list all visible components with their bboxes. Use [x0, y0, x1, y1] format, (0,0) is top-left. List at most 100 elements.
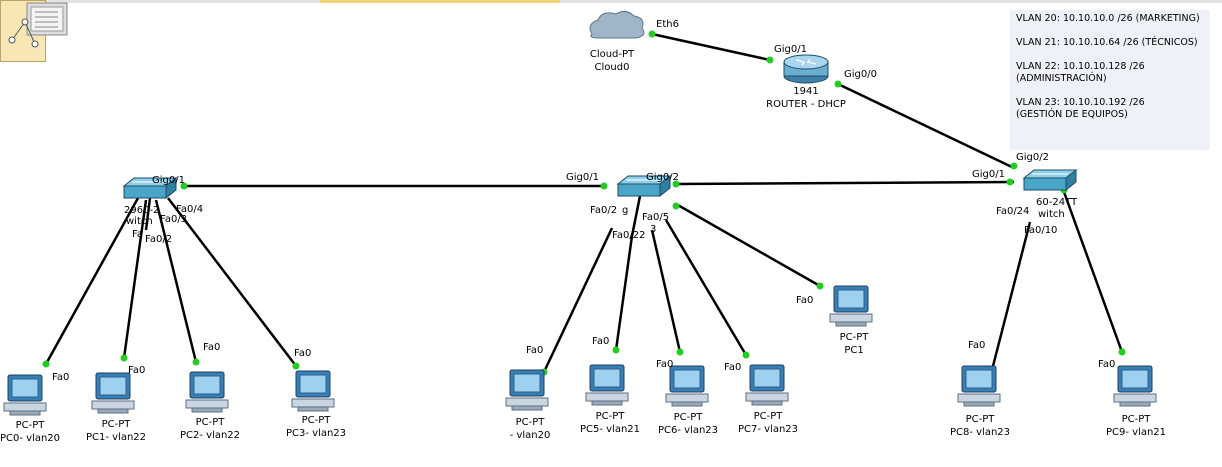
pc-9-icon — [1113, 365, 1157, 407]
swr-port-a: Fa0/24 — [996, 206, 1029, 217]
vlan-note-23: VLAN 23: 10.10.10.192 /26(GESTIÓN DE EQU… — [1016, 97, 1145, 120]
pc-3-type: PC-PT — [302, 415, 332, 426]
swl-label-fragment: 2960-2 — [124, 205, 159, 216]
pc-6-icon — [665, 365, 709, 407]
pc-8[interactable]: Fa0 PC-PT PC8- vlan23 — [950, 340, 1010, 438]
pc-3-name: PC3- vlan23 — [286, 428, 346, 439]
pc-2[interactable]: Fa0 PC-PT PC2- vlan22 — [180, 342, 240, 441]
pc-5-port: Fa0 — [592, 336, 609, 347]
pc-9-name: PC9- vlan21 — [1106, 427, 1166, 438]
dot-swr-gig01 — [1006, 178, 1014, 186]
dot-pc1b — [816, 282, 824, 290]
pc-6[interactable]: Fa0 PC-PT PC6- vlan23 — [656, 359, 718, 436]
link-swc-fan1 — [630, 195, 642, 237]
dot-pc2 — [192, 358, 200, 366]
swc-frag-a: g — [622, 205, 628, 216]
cloud-port-label: Eth6 — [656, 19, 679, 30]
pc-1-icon — [91, 372, 135, 414]
link-swc-pc1b — [675, 202, 821, 288]
switch-right[interactable]: Gig0/2 Gig0/1 60-24TT Fa0/24 witch Fa0/1… — [972, 152, 1078, 236]
dot-router-gig01 — [766, 56, 774, 64]
pc-9[interactable]: Fa0 PC-PT PC9- vlan21 — [1098, 359, 1166, 438]
switch-center[interactable]: Gig0/1 Gig0/2 Fa0/2 g Fa0/5 3 Fa0/22 — [566, 172, 679, 241]
cloud-type: Cloud-PT — [590, 49, 635, 60]
swr-label-fragment: 60-24TT — [1036, 197, 1078, 208]
dot-pc6 — [676, 348, 684, 356]
swl-port-a: Fa0/4 — [176, 204, 203, 215]
dot-swc-gig01 — [600, 182, 608, 190]
dot-swc-gig02 — [672, 180, 680, 188]
pc-5[interactable]: Fa0 PC-PT PC5- vlan21 — [580, 336, 640, 435]
link-swc-pc6 — [650, 229, 682, 353]
link-swc-pc7 — [664, 219, 748, 356]
pc-4[interactable]: Fa0 PC-PT - vlan20 — [505, 345, 550, 441]
vlan-notes-panel: VLAN 20: 10.10.10.0 /26 (MARKETING) VLAN… — [1010, 10, 1210, 150]
pc-1-port: Fa0 — [128, 365, 145, 376]
network-tool-icon[interactable] — [0, 0, 70, 62]
pc-1b-type: PC-PT — [840, 332, 870, 343]
dot-cloud-eth6 — [648, 30, 656, 38]
pc-7-name: PC7- vlan23 — [738, 424, 798, 435]
switch-right-icon — [1023, 169, 1077, 191]
vlan-note-21: VLAN 21: 10.10.10.64 /26 (TÉCNICOS) — [1016, 37, 1198, 48]
swc-port-a: Fa0/2 — [590, 205, 617, 216]
swr-port-up: Gig0/2 — [1016, 152, 1049, 163]
pc-6-name: PC6- vlan23 — [658, 425, 718, 436]
dot-router-gig00 — [834, 80, 842, 88]
router-device[interactable]: 1941 ROUTER - DHCP Gig0/1 Gig0/0 — [766, 44, 877, 110]
pc-1b-port: Fa0 — [796, 295, 813, 306]
links — [44, 32, 1124, 373]
pc-0-port: Fa0 — [52, 372, 69, 383]
pc-1b[interactable]: Fa0 PC-PT PC1 — [796, 285, 873, 356]
toolbar-strip — [0, 0, 1222, 4]
pc-1b-name: PC1 — [844, 345, 863, 356]
cloud-icon — [589, 10, 645, 39]
link-cloud-router — [651, 32, 771, 62]
pc-8-icon — [957, 365, 1001, 407]
link-swl-pc2 — [154, 199, 198, 363]
swl-port-e: Fa0/3 — [160, 214, 187, 225]
pc-1[interactable]: Fa0 PC-PT PC1- vlan22 — [86, 365, 146, 443]
swc-frag-b: 3 — [650, 224, 656, 235]
swl-port-up: Gig0/1 — [152, 175, 185, 186]
pc-4-port: Fa0 — [526, 345, 543, 356]
pc-3-icon — [291, 370, 335, 412]
dot-swr-gig02 — [1010, 162, 1018, 170]
pc-7-type: PC-PT — [754, 411, 784, 422]
pc-8-port: Fa0 — [968, 340, 985, 351]
pc-7[interactable]: Fa0 PC-PT PC7- vlan23 — [724, 362, 798, 435]
dot-pc3 — [292, 362, 300, 370]
pc-5-name: PC5- vlan21 — [580, 424, 640, 435]
router-port-down: Gig0/0 — [844, 69, 877, 80]
router-port-up: Gig0/1 — [774, 44, 807, 55]
link-swr-pc8 — [990, 221, 1032, 371]
pc-1b-icon — [829, 285, 873, 327]
pc-5-icon — [585, 364, 629, 406]
pc-5-type: PC-PT — [596, 411, 626, 422]
router-name: ROUTER - DHCP — [766, 99, 846, 110]
swr-label-fragment2: witch — [1038, 209, 1065, 220]
link-swl-fan1 — [144, 197, 152, 231]
dot-pc1 — [120, 354, 128, 362]
switch-left[interactable]: Gig0/1 2960-2 Fa0/4 witch Fa0/3 Fa Fa0/2 — [123, 175, 203, 245]
pc-3[interactable]: Fa0 PC-PT PC3- vlan23 — [286, 348, 346, 439]
pc-0-name: PC0- vlan20 — [0, 433, 60, 444]
link-router-switch-right — [837, 82, 1015, 170]
pc-9-port: Fa0 — [1098, 359, 1115, 370]
link-swr-pc9 — [1062, 191, 1124, 353]
swc-port-right: Gig0/2 — [646, 172, 679, 183]
pc-2-name: PC2- vlan22 — [180, 430, 240, 441]
swr-port-b: Fa0/10 — [1024, 225, 1057, 236]
dot-pc5 — [612, 346, 620, 354]
pc-9-type: PC-PT — [1122, 414, 1152, 425]
dot-pc9 — [1118, 348, 1126, 356]
pc-0[interactable]: Fa0 PC-PT PC0- vlan20 — [0, 372, 69, 444]
swc-port-b: Fa0/5 — [642, 212, 669, 223]
pc-7-icon — [745, 364, 789, 406]
link-swc-pc5 — [614, 235, 634, 351]
dot-pc7 — [742, 351, 750, 359]
pc-6-port: Fa0 — [656, 359, 673, 370]
pc-1-name: PC1- vlan22 — [86, 432, 146, 443]
cloud-device[interactable]: Cloud-PT Cloud0 Eth6 — [589, 10, 679, 73]
pc-7-port: Fa0 — [724, 362, 741, 373]
